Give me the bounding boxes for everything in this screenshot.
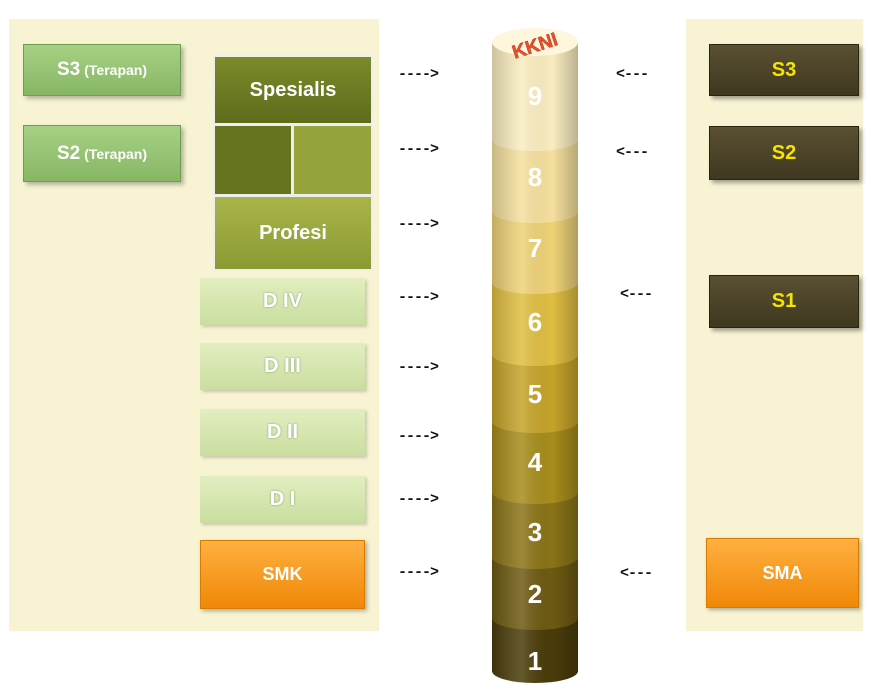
kkni-level-5-label: 5 [528,379,542,409]
sma-box: SMA [706,538,859,608]
kkni-level-column: 1 2 3 4 5 6 7 [492,28,578,683]
arrow-from-s3: <--- [616,66,649,83]
arrow-to-level-2: ----> [398,564,439,581]
kkni-level-2-label: 2 [528,579,542,609]
kkni-level-7-label: 7 [528,233,542,263]
kkni-level-6-label: 6 [528,307,542,337]
s3-terapan-box: S3 (Terapan) [23,44,181,96]
smk-box: SMK [200,540,365,609]
s3-terapan-main: S3 [57,59,81,80]
arrow-to-level-4: ----> [398,428,439,445]
arrow-to-level-3: ----> [398,491,439,508]
split-box-right [292,124,373,196]
kkni-level-8-label: 8 [528,162,542,192]
kkni-level-9-label: 9 [528,81,542,111]
arrow-to-level-7: ----> [398,216,439,233]
s1-box: S1 [709,275,859,328]
arrow-from-s1: <--- [620,286,653,303]
arrow-to-level-8: ----> [398,141,439,158]
spesialis-box: Spesialis [213,55,373,125]
s3-terapan-sub: (Terapan) [84,62,147,78]
kkni-level-1-label: 1 [528,646,542,676]
arrow-to-level-9: ----> [398,66,439,83]
s2-terapan-sub: (Terapan) [84,145,147,162]
s2-terapan-main: S2 [57,142,81,164]
arrow-to-level-6: ----> [398,289,439,306]
d1-box: D I [200,476,365,523]
kkni-level-9: 9 [492,28,578,151]
d2-box: D II [200,409,365,456]
arrow-from-sma: <--- [620,565,653,582]
kkni-level-3-label: 3 [528,517,542,547]
split-box-left [213,124,293,196]
profesi-box: Profesi [213,195,373,271]
arrow-from-s2: <--- [616,144,649,161]
s2-terapan-box: S2 (Terapan) [23,125,181,182]
kkni-level-4-label: 4 [528,447,543,477]
d4-box: D IV [200,278,365,325]
s3-box: S3 [709,44,859,96]
s2-box: S2 [709,126,859,180]
d3-box: D III [200,343,365,390]
arrow-to-level-5: ----> [398,359,439,376]
